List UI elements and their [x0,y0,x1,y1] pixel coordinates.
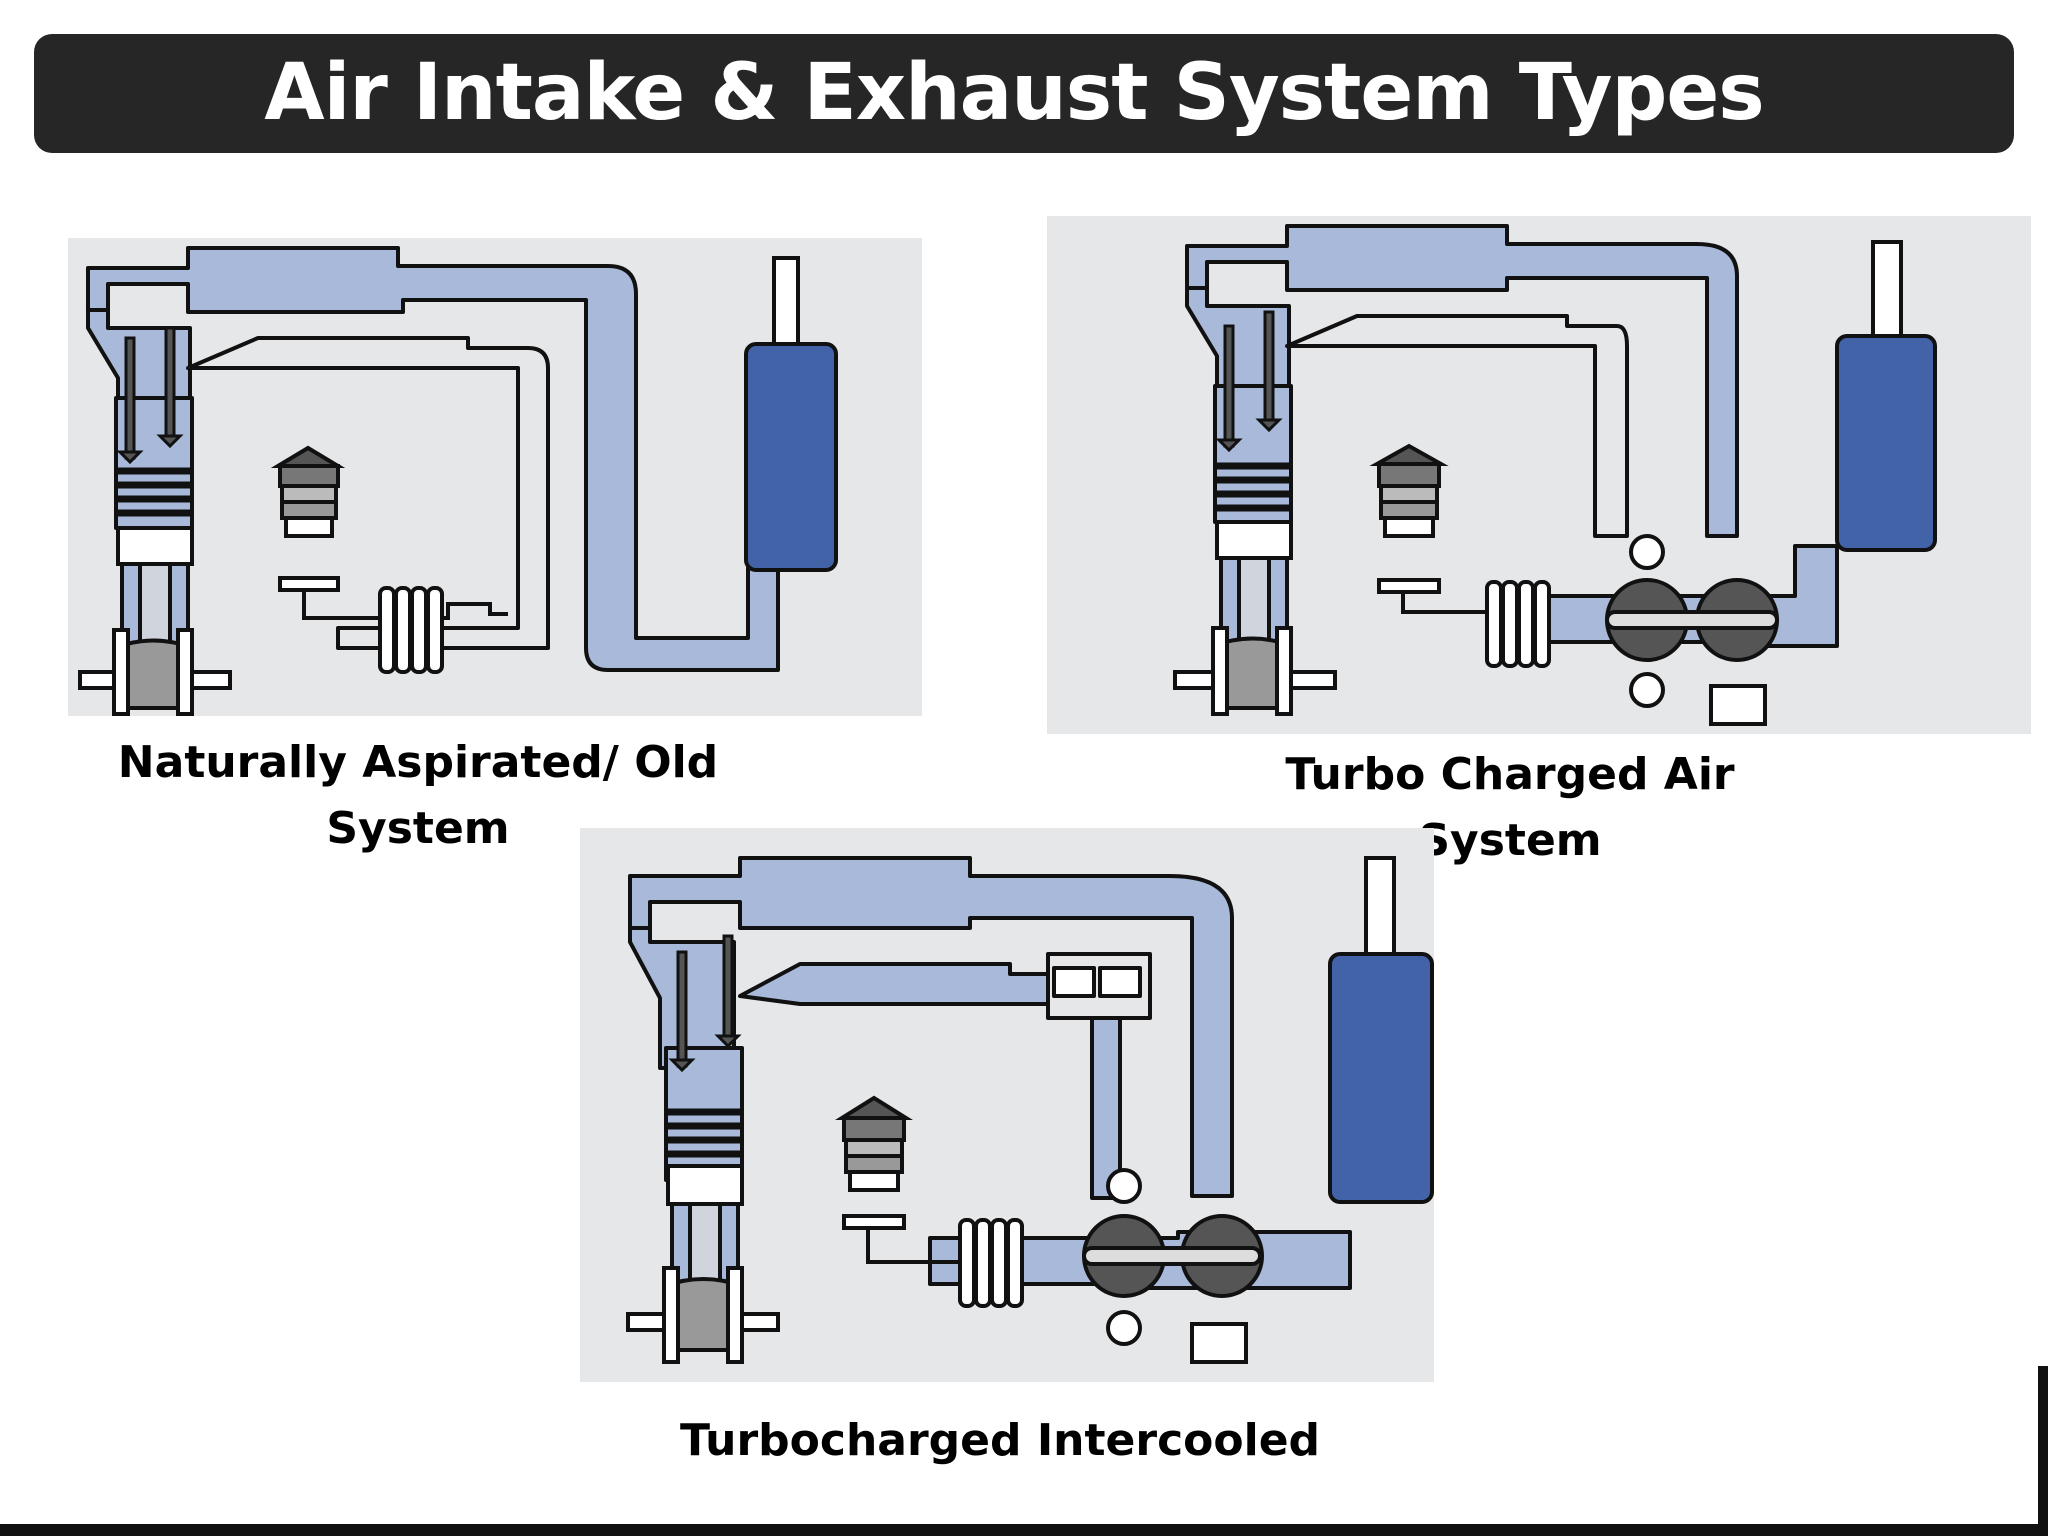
caption-turbocharged-intercooled: Turbocharged Intercooled [640,1408,1360,1474]
diagram-turbo-charged [1047,216,2031,734]
caption-naturally-aspirated: Naturally Aspirated/ Old System [88,730,748,862]
caption-line: Naturally Aspirated/ Old [117,737,719,788]
caption-turbo-charged: Turbo Charged Air System [1250,742,1770,874]
page-title: Air Intake & Exhaust System Types [264,48,1764,138]
diagram-turbocharged-intercooled [580,828,1434,1382]
caption-line: System [1418,815,1602,866]
caption-line: System [326,803,510,854]
caption-line: Turbocharged Intercooled [679,1415,1321,1466]
turbocharged-intercooled-engine-diagram [580,828,1434,1382]
caption-line: Turbo Charged Air [1285,749,1735,800]
bottom-bar [0,1524,2048,1536]
title-bar: Air Intake & Exhaust System Types [34,34,2014,153]
corner-bar [2038,1366,2048,1536]
turbocharged-engine-diagram [1047,216,2031,734]
naturally-aspirated-engine-diagram [68,238,922,716]
diagram-naturally-aspirated [68,238,922,716]
